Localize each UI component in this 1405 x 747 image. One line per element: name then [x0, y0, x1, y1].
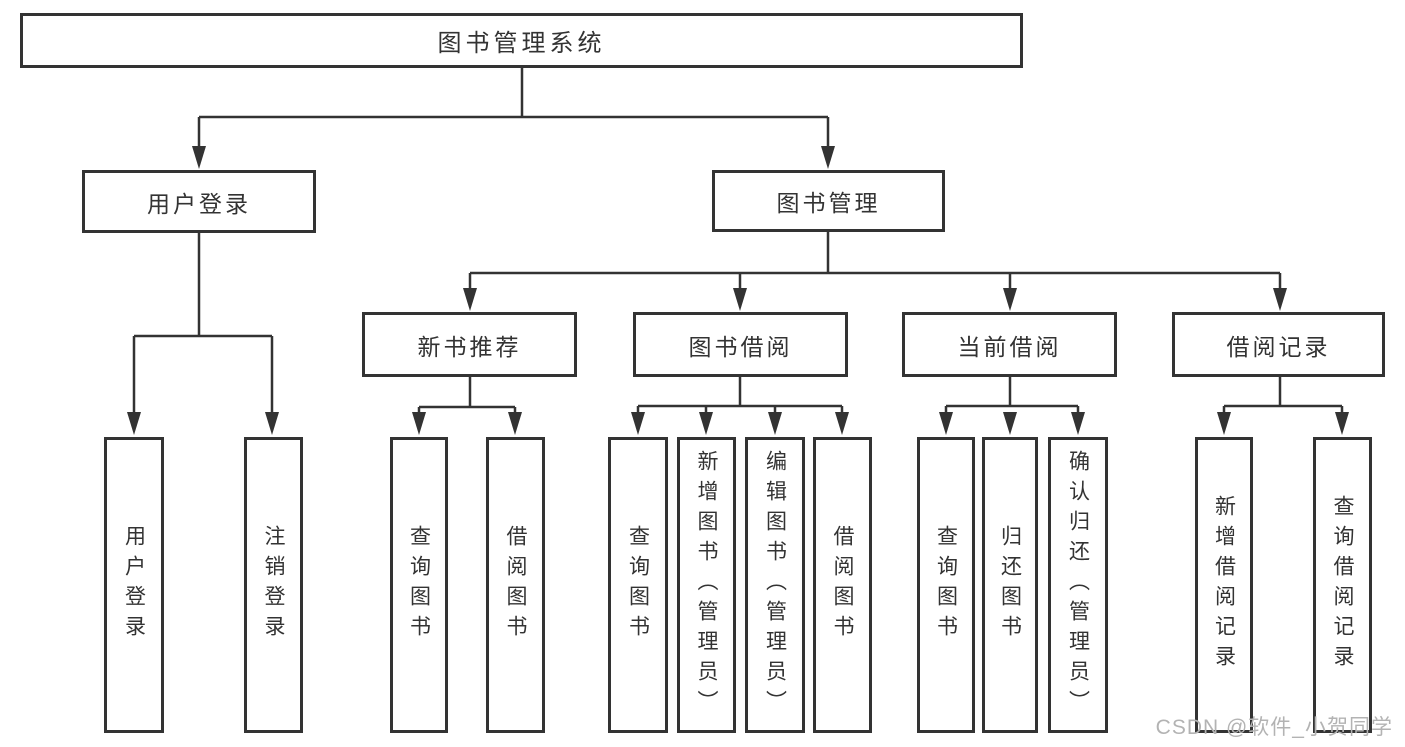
leaf-borrow-books-recommend: 借阅图书 [486, 437, 545, 733]
leaf-return-book: 归还图书 [982, 437, 1038, 733]
leaf-user-login: 用户登录 [104, 437, 164, 733]
leaf-label: 借阅图书 [831, 525, 854, 645]
leaf-label: 用户登录 [122, 525, 146, 645]
node-label: 图书借阅 [688, 333, 793, 360]
leaf-query-borrow-record: 查询借阅记录 [1313, 437, 1372, 733]
connector-arrowheads [127, 146, 1349, 435]
leaf-query-books-recommend: 查询图书 [390, 437, 448, 733]
node-label: 借阅记录 [1226, 333, 1331, 360]
leaf-label: 查询图书 [934, 525, 958, 645]
node-label: 图书管理 [776, 190, 881, 216]
node-borrow-records: 借阅记录 [1172, 312, 1385, 377]
leaf-label: 编辑图书（管理员） [763, 450, 787, 720]
node-book-borrow: 图书借阅 [633, 312, 848, 377]
leaf-label: 借阅图书 [504, 525, 527, 645]
leaf-label: 归还图书 [998, 525, 1022, 645]
leaf-borrow-books: 借阅图书 [813, 437, 872, 733]
leaf-edit-book-admin: 编辑图书（管理员） [745, 437, 805, 733]
leaf-label: 查询借阅记录 [1331, 495, 1354, 675]
leaf-label: 查询图书 [626, 525, 650, 645]
node-label: 用户登录 [147, 190, 251, 217]
leaf-confirm-return-admin: 确认归还（管理员） [1048, 437, 1108, 733]
leaf-label: 确认归还（管理员） [1066, 450, 1090, 720]
node-label: 新书推荐 [417, 333, 522, 360]
leaf-label: 查询图书 [407, 525, 431, 645]
node-root: 图书管理系统 [20, 13, 1023, 68]
csdn-watermark: CSDN @软件_小贺同学 [1155, 716, 1393, 739]
node-new-book-recommend: 新书推荐 [362, 312, 577, 377]
leaf-logout: 注销登录 [244, 437, 303, 733]
node-current-borrow: 当前借阅 [902, 312, 1117, 377]
node-label: 图书管理系统 [437, 30, 606, 57]
leaf-label: 新增图书（管理员） [695, 450, 718, 720]
leaf-query-books-current: 查询图书 [917, 437, 975, 733]
node-book-management: 图书管理 [712, 170, 945, 232]
node-user-login: 用户登录 [82, 170, 316, 233]
leaf-label: 注销登录 [262, 525, 285, 645]
leaf-query-books-borrow: 查询图书 [608, 437, 668, 733]
leaf-add-borrow-record: 新增借阅记录 [1195, 437, 1253, 733]
node-label: 当前借阅 [957, 333, 1062, 360]
leaf-add-book-admin: 新增图书（管理员） [677, 437, 736, 733]
leaf-label: 新增借阅记录 [1212, 495, 1236, 675]
